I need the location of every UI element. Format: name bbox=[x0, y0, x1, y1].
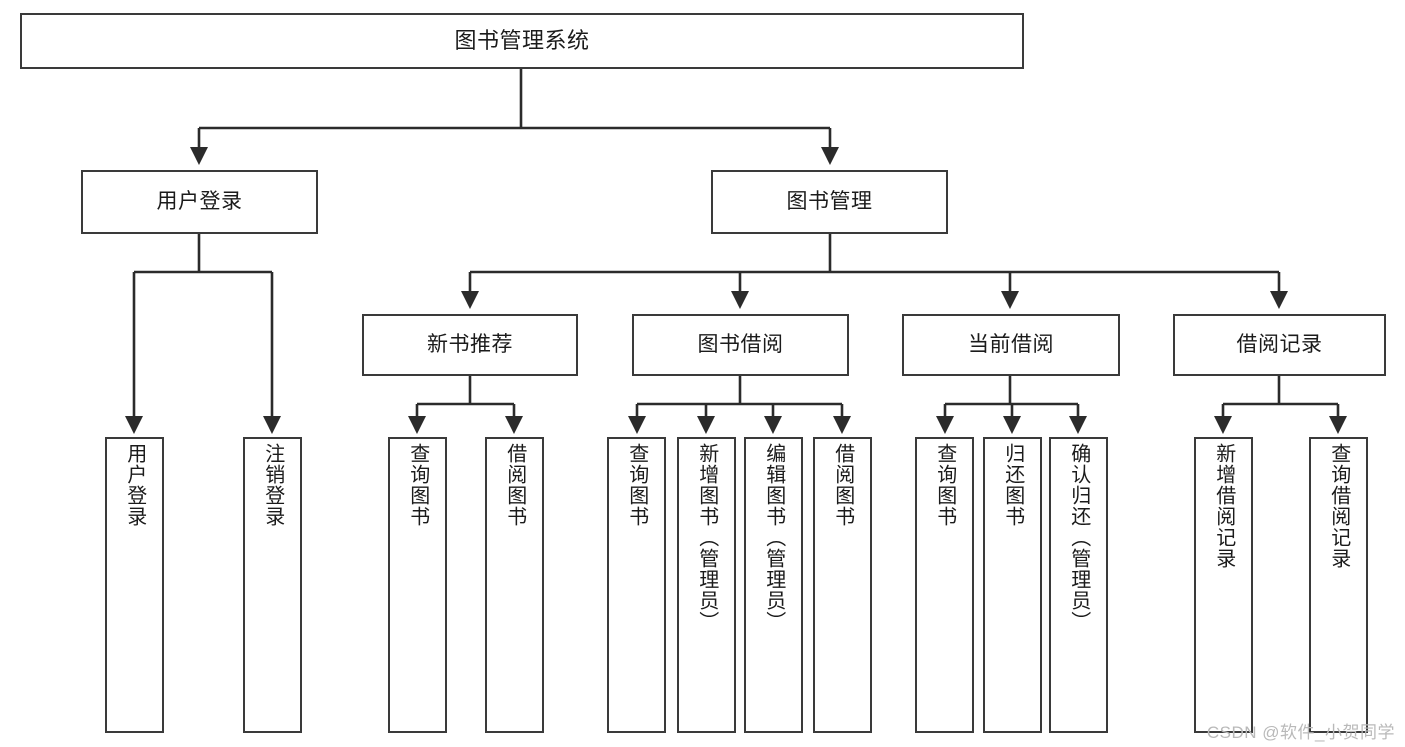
node-user-login-label: 用户登录 bbox=[156, 189, 243, 213]
node-leaf-query-record[interactable]: 查询借阅记录 bbox=[1309, 437, 1368, 733]
node-leaf-borrow-book-2[interactable]: 借阅图书 bbox=[813, 437, 872, 733]
node-leaf-edit-book[interactable]: 编辑图书（管理员） bbox=[744, 437, 803, 733]
node-leaf-return-book-label: 归还图书 bbox=[1001, 443, 1024, 527]
node-leaf-edit-book-label: 编辑图书（管理员） bbox=[762, 443, 785, 632]
node-root[interactable]: 图书管理系统 bbox=[20, 13, 1024, 69]
node-book-borrow-label: 图书借阅 bbox=[697, 332, 784, 356]
node-leaf-confirm-return[interactable]: 确认归还（管理员） bbox=[1049, 437, 1108, 733]
watermark-text: CSDN @软件_小贺同学 bbox=[1206, 723, 1395, 742]
node-user-login[interactable]: 用户登录 bbox=[81, 170, 318, 234]
node-leaf-borrow-book-1-label: 借阅图书 bbox=[503, 443, 526, 527]
node-book-manage[interactable]: 图书管理 bbox=[711, 170, 948, 234]
node-leaf-confirm-return-label: 确认归还（管理员） bbox=[1067, 443, 1090, 632]
node-new-book-rec[interactable]: 新书推荐 bbox=[362, 314, 578, 376]
node-leaf-add-record[interactable]: 新增借阅记录 bbox=[1194, 437, 1253, 733]
node-leaf-user-login-label: 用户登录 bbox=[123, 443, 146, 527]
node-current-borrow[interactable]: 当前借阅 bbox=[902, 314, 1120, 376]
node-leaf-borrow-book-2-label: 借阅图书 bbox=[831, 443, 854, 527]
node-book-borrow[interactable]: 图书借阅 bbox=[632, 314, 849, 376]
node-leaf-query-book-1[interactable]: 查询图书 bbox=[388, 437, 447, 733]
node-root-label: 图书管理系统 bbox=[454, 28, 590, 54]
node-leaf-return-book[interactable]: 归还图书 bbox=[983, 437, 1042, 733]
node-leaf-logout[interactable]: 注销登录 bbox=[243, 437, 302, 733]
node-leaf-query-book-2-label: 查询图书 bbox=[625, 443, 648, 527]
node-leaf-query-book-2[interactable]: 查询图书 bbox=[607, 437, 666, 733]
node-leaf-user-login[interactable]: 用户登录 bbox=[105, 437, 164, 733]
node-new-book-rec-label: 新书推荐 bbox=[427, 332, 513, 356]
node-leaf-borrow-book-1[interactable]: 借阅图书 bbox=[485, 437, 544, 733]
node-book-manage-label: 图书管理 bbox=[786, 189, 873, 213]
node-leaf-query-book-3-label: 查询图书 bbox=[933, 443, 956, 527]
node-borrow-record-label: 借阅记录 bbox=[1236, 332, 1323, 356]
node-leaf-logout-label: 注销登录 bbox=[261, 443, 284, 527]
node-borrow-record[interactable]: 借阅记录 bbox=[1173, 314, 1386, 376]
node-leaf-query-book-3[interactable]: 查询图书 bbox=[915, 437, 974, 733]
node-leaf-query-book-1-label: 查询图书 bbox=[406, 443, 429, 527]
node-current-borrow-label: 当前借阅 bbox=[968, 332, 1054, 356]
node-leaf-add-book[interactable]: 新增图书（管理员） bbox=[677, 437, 736, 733]
node-leaf-query-record-label: 查询借阅记录 bbox=[1327, 443, 1350, 569]
node-leaf-add-book-label: 新增图书（管理员） bbox=[695, 443, 718, 632]
node-leaf-add-record-label: 新增借阅记录 bbox=[1212, 443, 1235, 569]
